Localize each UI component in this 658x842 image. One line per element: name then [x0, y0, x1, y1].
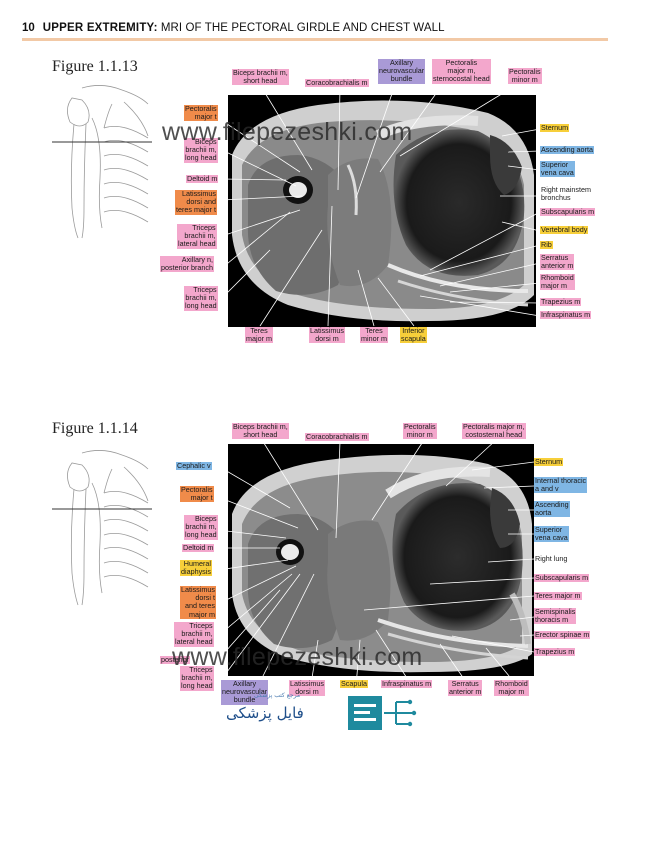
figure-title-1: Figure 1.1.13: [52, 58, 138, 75]
logo-mark-icon: [348, 696, 417, 730]
label-infraspinatus-2: Infraspinatus m: [381, 679, 433, 689]
label-triceps-lateral-head: Triceps brachii m, lateral head: [177, 223, 217, 249]
label-rhomboid-major-2: Rhomboid major m: [494, 679, 529, 697]
label-biceps-long-head: Biceps brachii m, long head: [184, 137, 218, 163]
label-pectoralis-minor: Pectoralis minor m: [508, 67, 542, 85]
header-rule: [22, 38, 608, 41]
label-infraspinatus: Infraspinatus m: [540, 310, 592, 320]
label-teres-minor: Teres minor m: [360, 326, 388, 344]
label-trapezius: Trapezius m: [540, 297, 582, 307]
label-serratus-anterior: Serratus anterior m: [540, 253, 575, 271]
label-ascending-aorta-2: Ascending aorta: [534, 500, 570, 518]
label-teres-major: Teres major m: [245, 326, 273, 344]
label-rib: Rib: [540, 240, 553, 250]
page-number: 10: [22, 22, 35, 34]
section-subtitle: MRI OF THE PECTORAL GIRDLE AND CHEST WAL…: [160, 22, 445, 34]
label-subscapularis-2: Subscapularis m: [534, 573, 590, 583]
label-coracobrachialis-2: Coracobrachialis m: [305, 432, 369, 442]
label-sternum-2: Sternum: [534, 457, 564, 467]
label-sternum: Sternum: [540, 123, 570, 133]
label-trapezius-2: Trapezius m: [534, 647, 576, 657]
label-biceps-short-head: Biceps brachii m, short head: [232, 68, 289, 86]
label-rhomboid-major: Rhomboid major m: [540, 273, 575, 291]
running-header: 10 UPPER EXTREMITY: MRI OF THE PECTORAL G…: [22, 22, 445, 34]
label-pectoralis-major-sternocostal: Pectoralis major m, sternocostal head: [432, 58, 491, 84]
label-latissimus-tendon-teres-major: Latissimus dorsi t and teres major m: [180, 585, 216, 619]
watermark-top: www.filepezeshki.com: [162, 118, 413, 146]
label-axillary-nv-bundle: Axillary neurovascular bundle: [378, 58, 426, 84]
label-inferior-scapula: Inferior scapula: [400, 326, 427, 344]
label-latissimus-dorsi-2: Latissimus dorsi m: [289, 679, 325, 697]
label-teres-major-2: Teres major m: [534, 591, 582, 601]
label-subscapularis: Subscapularis m: [540, 207, 596, 217]
label-internal-thoracic: Internal thoracic a and v: [534, 476, 588, 494]
label-ascending-aorta: Ascending aorta: [540, 145, 594, 155]
label-triceps-long-head-2: Triceps brachii m, long head: [180, 665, 214, 691]
label-axillary-nv-bundle-2: Axillary neurovascular bundle: [221, 679, 269, 705]
logo-text: فایل پزشکی: [226, 704, 304, 722]
label-pectoralis-major-tendon-2: Pectoralis major t: [180, 485, 214, 503]
label-superior-vena-cava: Superior vena cava: [540, 160, 575, 178]
site-logo: مرجع کتب پزشکی فایل پزشکی: [226, 690, 422, 736]
skeleton-thumbnail-2: [52, 450, 152, 606]
mri-image-2: [228, 444, 534, 676]
label-pectoralis-major-costosternal: Pectoralis major m, costosternal head: [462, 422, 526, 440]
label-pectoralis-major-tendon: Pectoralis major t: [184, 104, 218, 122]
watermark-bottom: www.filepezeshki.com: [172, 643, 423, 671]
label-right-lung: Right lung: [535, 554, 568, 563]
label-deltoid-2: Deltoid m: [182, 543, 215, 553]
figure-title-2: Figure 1.1.14: [52, 420, 138, 437]
label-humeral-diaphysis: Humeral diaphysis: [180, 559, 212, 577]
label-right-mainstem-bronchus: Right mainstem bronchus: [541, 185, 591, 203]
label-posterior-partial: posterior: [160, 655, 190, 665]
label-triceps-long-head: Triceps brachii m, long head: [184, 285, 218, 311]
label-coracobrachialis: Coracobrachialis m: [305, 78, 369, 88]
section-title: UPPER EXTREMITY:: [42, 22, 158, 34]
label-latissimus-dorsi: Latissimus dorsi m: [309, 326, 345, 344]
label-serratus-anterior-2: Serratus anterior m: [448, 679, 483, 697]
label-vertebral-body: Vertebral body: [540, 225, 589, 235]
logo-tagline: مرجع کتب پزشکی: [254, 692, 301, 699]
label-latissimus-teres-tendon: Latissimus dorsi and teres major t: [175, 189, 217, 215]
label-triceps-lateral-head-2: Triceps brachii m, lateral head: [174, 621, 214, 647]
label-biceps-short-head-2: Biceps brachii m, short head: [232, 422, 289, 440]
label-erector-spinae: Erector spinae m: [534, 630, 591, 640]
label-pectoralis-minor-2: Pectoralis minor m: [403, 422, 437, 440]
label-semispinalis-thoracis: Semispinalis thoracis m: [534, 607, 577, 625]
skeleton-thumbnail-1: [52, 85, 152, 239]
label-superior-vena-cava-2: Superior vena cava: [534, 525, 569, 543]
label-biceps-long-head-2: Biceps brachii m, long head: [184, 514, 218, 540]
label-scapula: Scapula: [340, 679, 368, 689]
label-cephalic-vein: Cephalic v: [176, 461, 212, 471]
label-axillary-nerve-posterior: Axillary n, posterior branch: [160, 255, 214, 273]
label-deltoid: Deltoid m: [186, 174, 219, 184]
